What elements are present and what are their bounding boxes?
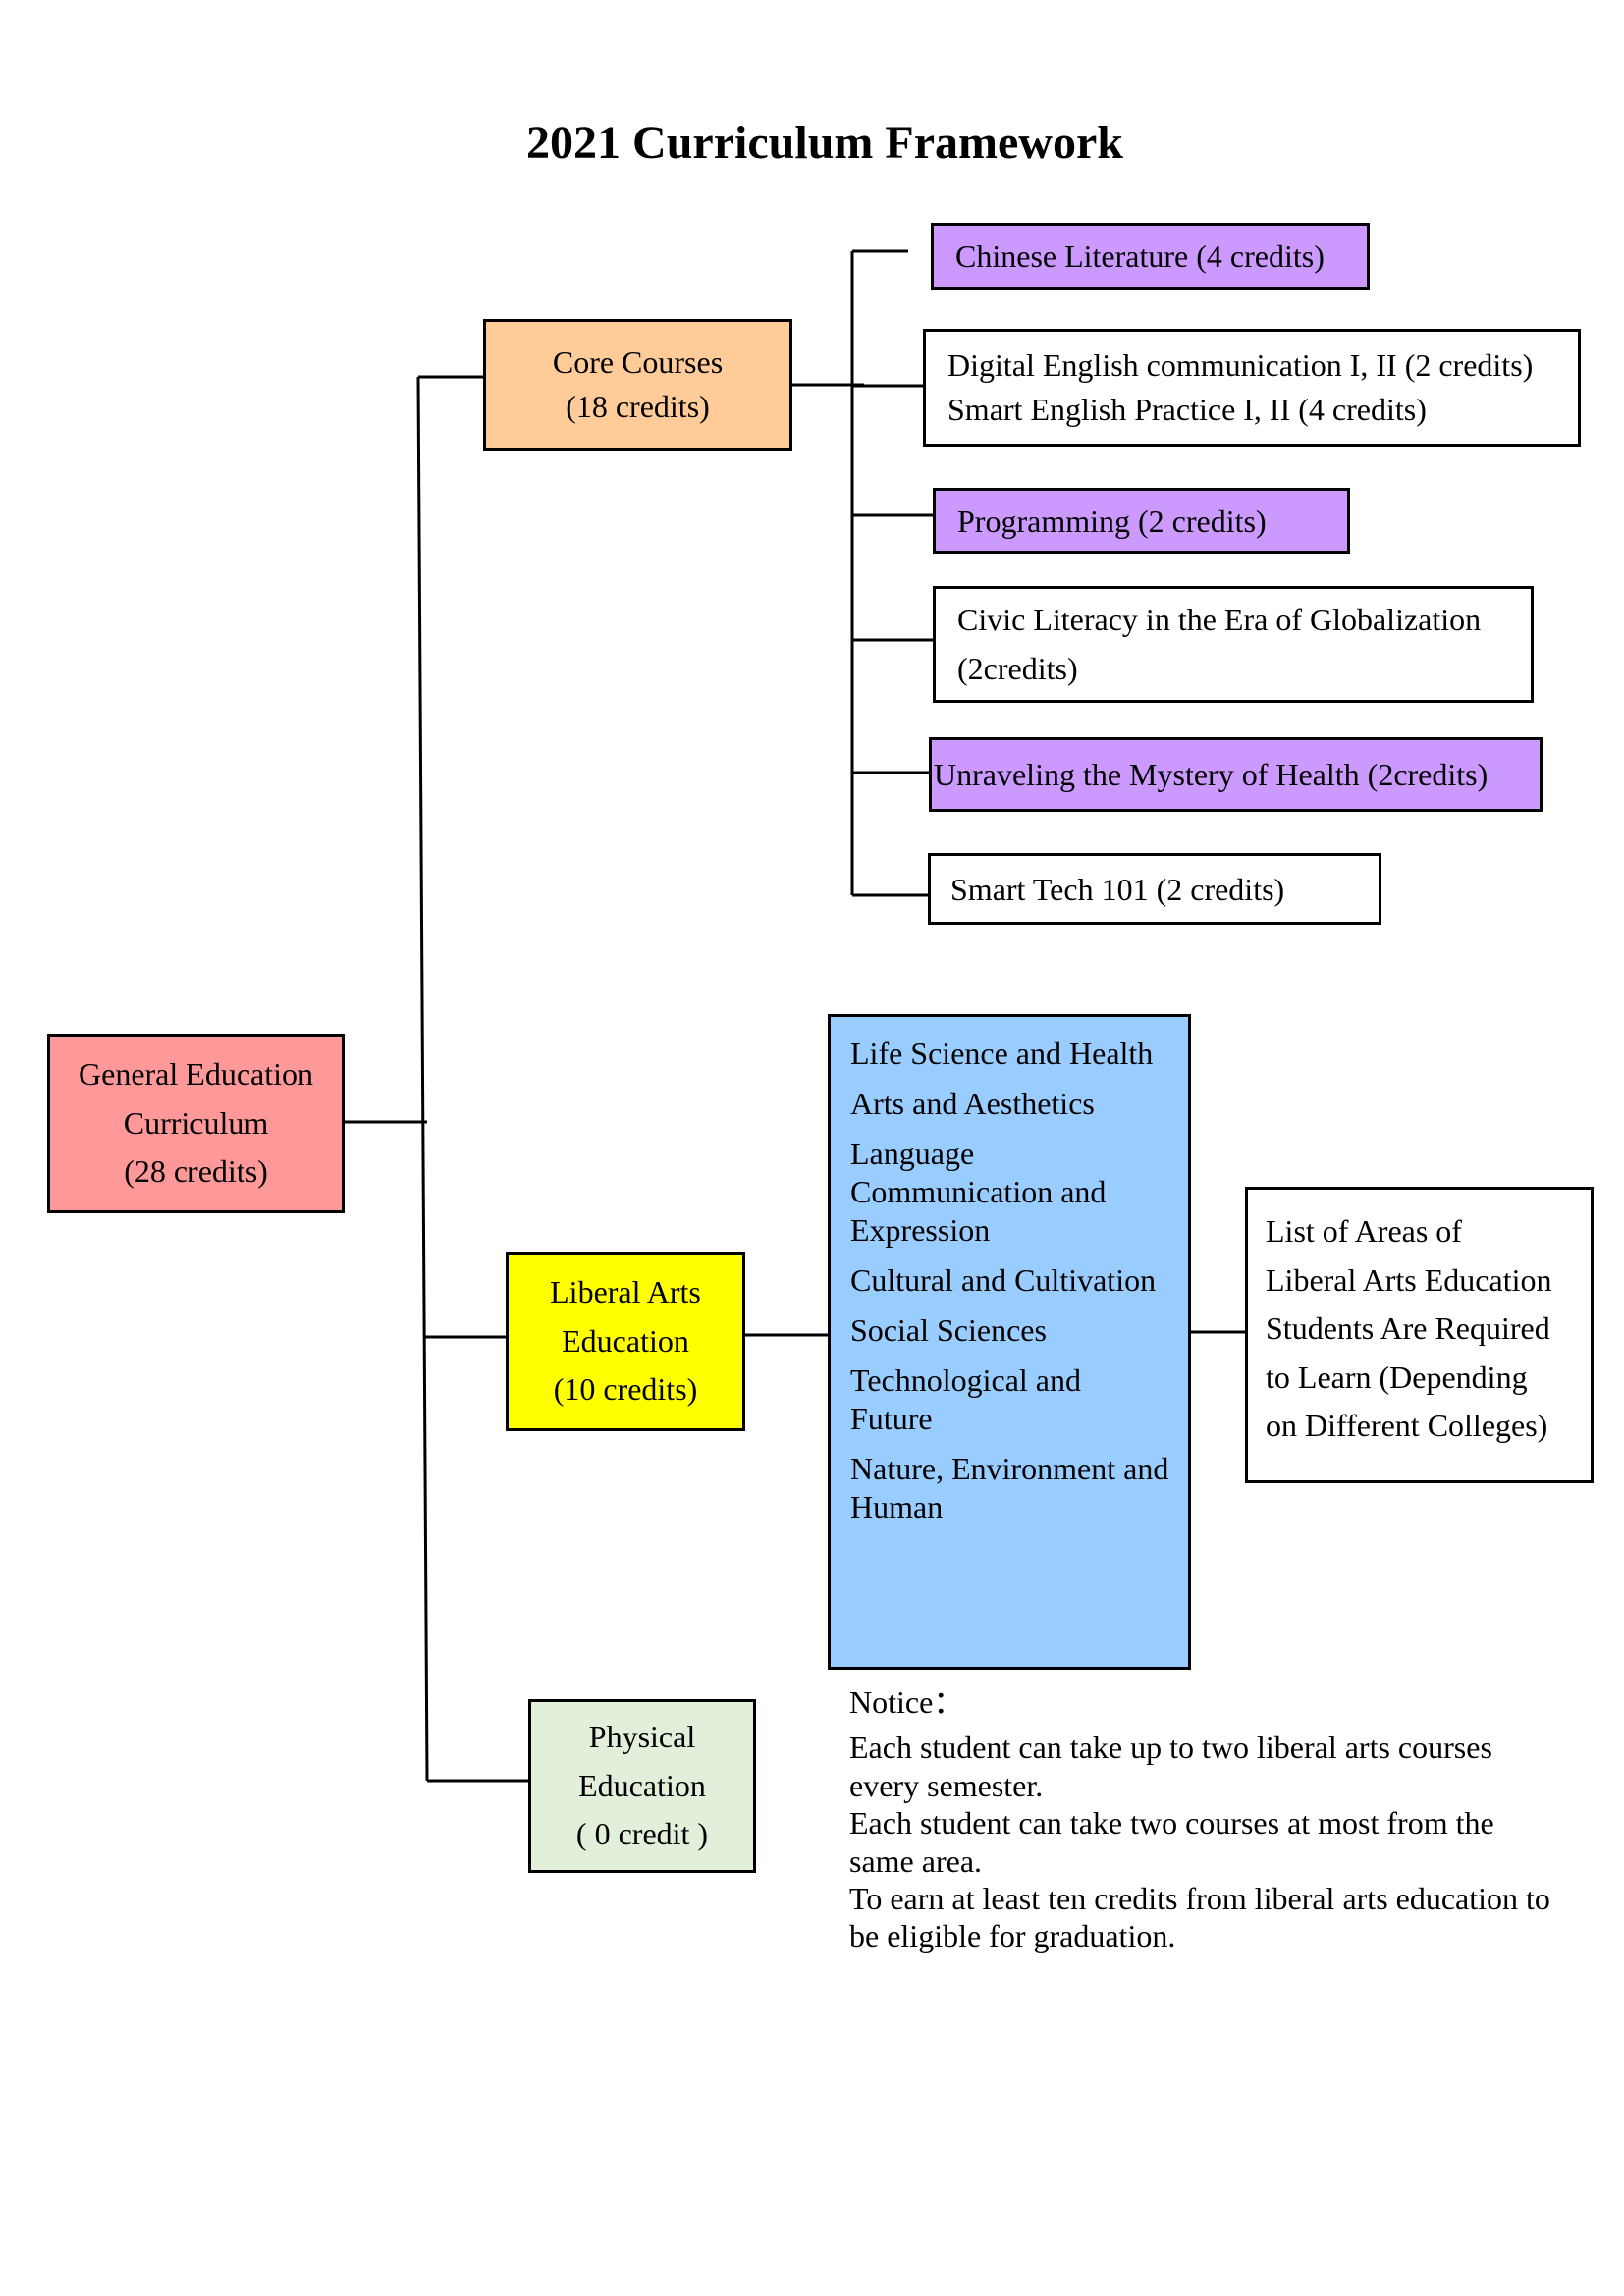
area-item: Social Sciences: [850, 1312, 1047, 1349]
requirement-line: Liberal Arts Education: [1266, 1261, 1552, 1298]
area-item: Nature, Environment and Human: [850, 1451, 1169, 1525]
course-civic-literacy: Civic Literacy in the Era of Globalizati…: [933, 586, 1534, 703]
course-programming: Programming (2 credits): [933, 488, 1350, 554]
general-education-line: Curriculum: [123, 1104, 269, 1141]
course-smart-tech: Smart Tech 101 (2 credits): [928, 853, 1381, 925]
physical-education-credits: ( 0 credit ): [575, 1816, 709, 1852]
area-item: Language Communication and Expression: [850, 1136, 1107, 1249]
core-courses-box: Core Courses (18 credits): [483, 319, 792, 451]
notice-heading: Notice：: [849, 1684, 965, 1720]
core-courses-credits: (18 credits): [566, 389, 710, 424]
notice: Notice： Each student can take up to two …: [849, 1683, 1566, 1955]
course-label: Digital English communication I, II (2 c…: [947, 347, 1534, 384]
liberal-arts-box: Liberal Arts Education (10 credits): [506, 1252, 745, 1431]
physical-education-box: Physical Education ( 0 credit ): [528, 1699, 756, 1873]
area-item: Life Science and Health: [850, 1036, 1154, 1071]
area-item: Technological and Future: [850, 1362, 1081, 1437]
requirement-line: on Different Colleges): [1266, 1408, 1548, 1444]
course-label: Smart Tech 101 (2 credits): [950, 871, 1285, 907]
course-label: Unraveling the Mystery of Health (2credi…: [934, 757, 1489, 792]
course-label: Civic Literacy in the Era of Globalizati…: [957, 601, 1482, 637]
course-label: Smart English Practice I, II (4 credits): [947, 392, 1427, 427]
notice-item: Each student can take up to two liberal …: [849, 1730, 1492, 1803]
liberal-arts-credits: (10 credits): [553, 1371, 698, 1408]
course-english: Digital English communication I, II (2 c…: [923, 329, 1581, 447]
liberal-arts-line: Education: [562, 1322, 689, 1359]
requirement-line: Students Are Required: [1266, 1310, 1550, 1347]
requirement-line: to Learn (Depending: [1266, 1359, 1528, 1395]
course-chinese-literature: Chinese Literature (4 credits): [931, 223, 1370, 290]
requirement-note-box: List of Areas of Liberal Arts Education …: [1245, 1187, 1594, 1483]
physical-education-line: Physical: [588, 1719, 696, 1755]
liberal-arts-areas-box: Life Science and Health Arts and Aesthet…: [828, 1014, 1191, 1670]
area-item: Cultural and Cultivation: [850, 1262, 1157, 1299]
requirement-line: List of Areas of: [1266, 1213, 1462, 1249]
liberal-arts-line: Liberal Arts: [550, 1274, 701, 1310]
area-item: Arts and Aesthetics: [850, 1086, 1095, 1122]
general-education-line: General Education: [79, 1056, 313, 1093]
core-courses-label: Core Courses: [552, 345, 724, 381]
course-label: Chinese Literature (4 credits): [955, 239, 1325, 274]
notice-item: Each student can take two courses at mos…: [849, 1805, 1494, 1879]
course-label: Programming (2 credits): [957, 503, 1267, 539]
page-title: 2021 Curriculum Framework: [526, 117, 1123, 169]
notice-item: To earn at least ten credits from libera…: [849, 1880, 1550, 1954]
physical-education-line: Education: [578, 1767, 706, 1803]
course-health: Unraveling the Mystery of Health (2credi…: [929, 737, 1543, 812]
general-education-credits: (28 credits): [124, 1153, 268, 1190]
general-education-box: General Education Curriculum (28 credits…: [47, 1034, 345, 1213]
course-label: (2credits): [957, 650, 1078, 686]
